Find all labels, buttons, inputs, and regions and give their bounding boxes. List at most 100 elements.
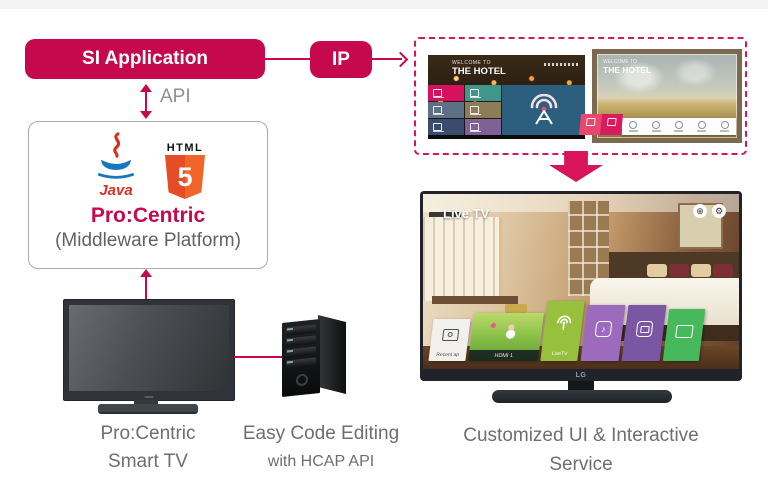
menu-strip — [622, 118, 736, 135]
logo-row: Java HTML 5 — [29, 132, 267, 199]
antenna-icon — [556, 315, 571, 330]
customized-ui-caption-line2: Service — [549, 454, 613, 475]
html5-digit: 5 — [177, 162, 193, 192]
pillow — [668, 264, 689, 277]
api-double-arrow-icon — [140, 84, 152, 119]
up-arrowhead-icon — [140, 269, 152, 277]
menu-item — [674, 121, 684, 132]
recent-apps-tile: Recent ap — [428, 319, 471, 361]
api-arrowhead-down-icon — [140, 111, 152, 119]
down-block-arrow-icon — [549, 151, 603, 182]
live-tv-tile: LiveTV — [540, 301, 585, 361]
smart-tv-caption: Pro:Centric Smart TV — [55, 420, 241, 476]
music-app-tile: ♪ — [580, 305, 626, 361]
pillow — [646, 264, 667, 277]
settings-gear-icon: ⚙ — [712, 204, 726, 218]
language-globe-icon: ⊕ — [693, 204, 707, 218]
room-desk — [432, 295, 518, 305]
hdmi-label: HDMI 1 — [468, 350, 540, 361]
menu-item-label — [697, 130, 707, 132]
middleware-subtitle: (Middleware Platform) — [55, 230, 241, 251]
menu-item-label — [628, 130, 638, 132]
java-cup-icon — [97, 132, 135, 179]
menu-tile — [465, 102, 501, 118]
drive-bay — [286, 357, 316, 369]
drive-bay — [286, 346, 316, 358]
customized-ui-tv: Live TV ⊕ ⚙ Recent ap HDMI 1 — [420, 191, 742, 381]
power-button-icon — [296, 373, 308, 387]
html5-logo: HTML 5 — [162, 142, 208, 199]
smart-tv-caption-line1: Pro:Centric — [100, 423, 196, 444]
tile-label — [470, 113, 481, 115]
screen1-tile-grid — [428, 85, 501, 135]
si-application-label: SI Application — [82, 48, 208, 69]
si-application-node: SI Application — [25, 39, 265, 79]
up-arrow-line — [145, 275, 147, 300]
small-tv-stand-neck — [134, 400, 158, 405]
tile-label — [433, 113, 444, 115]
easy-code-caption-line2: with HCAP API — [267, 453, 375, 470]
recent-apps-label: Recent ap — [435, 352, 460, 358]
small-tv-stand-base — [98, 404, 198, 414]
connector-tv-to-server — [234, 356, 282, 358]
menu-tile-selected — [599, 114, 624, 135]
channel-icon — [629, 121, 638, 130]
hdmi-input-tile: HDMI 1 — [468, 313, 544, 361]
menu-item — [697, 121, 707, 132]
customized-ui-caption: Customized UI & Interactive Service — [428, 421, 734, 479]
procentric-smart-tv — [63, 299, 235, 401]
music-note-icon: ♪ — [594, 321, 613, 337]
lg-logo: LG — [575, 371, 587, 379]
api-arrow-line — [145, 88, 147, 115]
menu-item — [651, 121, 661, 132]
info-icon — [720, 121, 729, 130]
input-icon — [674, 121, 683, 130]
middleware-platform-box: Java HTML 5 Pro:Centric (Middleware Plat… — [28, 121, 268, 269]
tv-stand-base — [492, 390, 672, 403]
drive-bay — [286, 335, 316, 347]
menu-tile — [428, 102, 464, 118]
tv-app-tile — [662, 309, 706, 361]
api-arrowhead-up-icon — [140, 84, 152, 92]
drive-bay — [286, 324, 316, 336]
smart-tv-caption-line2: Smart TV — [108, 451, 188, 472]
pillow — [690, 264, 711, 277]
customized-ui-caption-line1: Customized UI & Interactive — [463, 425, 699, 446]
menu-tile — [465, 119, 501, 135]
tv-outline-icon — [675, 325, 694, 338]
tile-label — [433, 96, 444, 98]
html-wordmark: HTML — [166, 142, 204, 154]
menu-tile-active — [578, 114, 603, 135]
live-tv-badge: Live TV — [443, 206, 490, 221]
menu-item-label — [651, 130, 661, 132]
photo-video-icon — [697, 121, 706, 130]
lg-logo-small — [144, 396, 154, 398]
music-icon — [585, 118, 596, 126]
bed-pillows — [646, 264, 733, 277]
broadcast-panel — [502, 85, 585, 135]
tv-guide-icon — [652, 121, 661, 130]
menu-item-label — [720, 130, 730, 132]
live-tv-label: LiveTV — [551, 351, 568, 357]
pillow — [712, 264, 733, 277]
screen1-bottom-bezel — [428, 135, 585, 139]
connector-ip-to-preview — [372, 58, 402, 60]
java-logo: Java — [88, 132, 144, 199]
menu-tile — [428, 85, 464, 101]
server-front-panel — [282, 319, 320, 397]
easy-code-caption: Easy Code Editing with HCAP API — [226, 420, 416, 476]
hotel-room-screen: Live TV ⊕ ⚙ Recent ap HDMI 1 — [423, 194, 739, 369]
procentric-title: Pro:Centric — [90, 204, 206, 227]
hotel-menu-screen: WELCOME TO THE HOTEL — [428, 55, 585, 139]
screen1-welcome-text: WELCOME TO — [452, 60, 491, 66]
ip-node: IP — [310, 41, 372, 78]
gallery-screen: WELCOME TO THE HOTEL — [578, 49, 742, 143]
menu-item — [628, 121, 638, 132]
tile-label — [433, 130, 444, 132]
arrowhead-right-icon — [392, 51, 409, 68]
menu-item — [720, 121, 730, 132]
top-strip — [0, 0, 768, 9]
server-tower — [282, 315, 348, 397]
screen2-welcome-text: WELCOME TO — [603, 59, 637, 65]
